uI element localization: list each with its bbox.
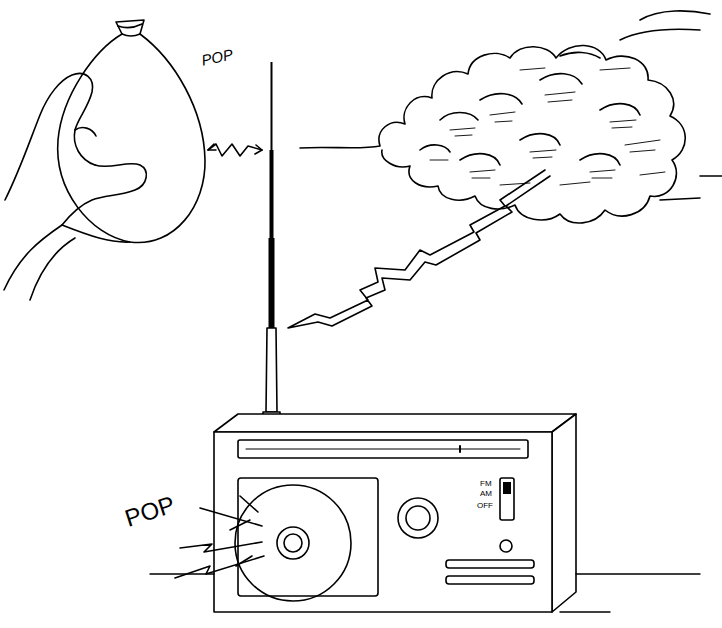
hand [4,74,146,300]
spark [208,144,262,156]
sound-label: POP [200,46,234,67]
switch-label: OFF [477,502,493,510]
lightning-bolt [288,170,550,328]
antenna [263,62,280,420]
sound-burst [175,496,264,578]
storm-cloud [300,11,722,223]
switch-label: FM [480,480,492,488]
sound-label: POP [122,492,178,530]
radio [214,414,576,612]
table-edge [150,574,700,612]
switch-label: AM [480,490,492,498]
balloon [58,20,205,243]
